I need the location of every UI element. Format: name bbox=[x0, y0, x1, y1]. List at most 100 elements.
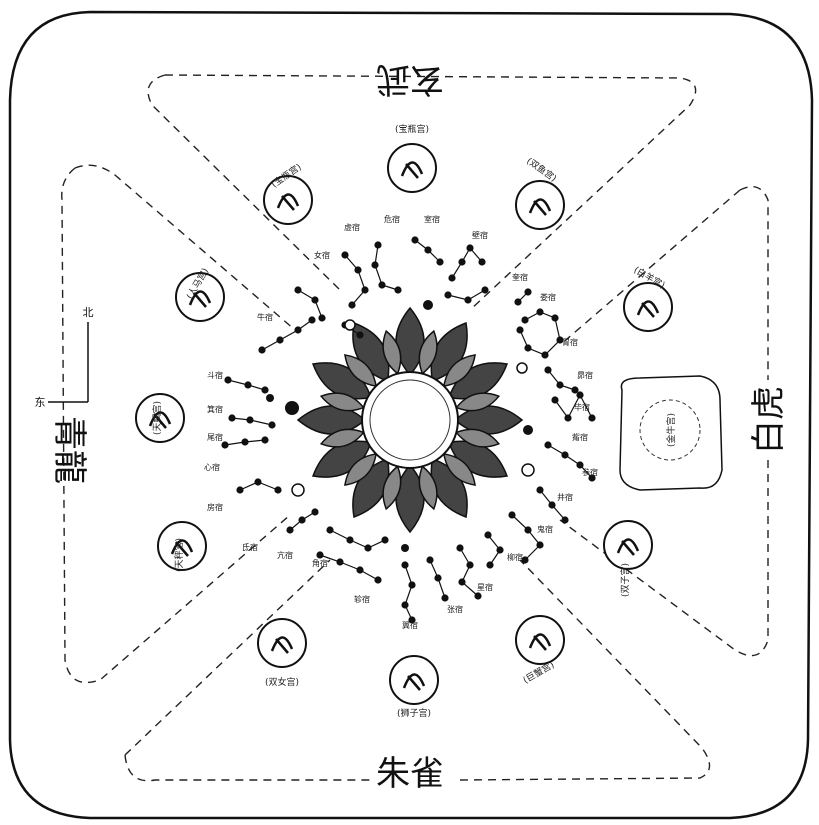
mansion-label: 氐宿 bbox=[242, 542, 258, 552]
marker-ring bbox=[345, 320, 355, 330]
star bbox=[357, 567, 363, 573]
mansion-label: 牛宿 bbox=[257, 312, 273, 322]
mansion-label: 柳宿 bbox=[507, 552, 523, 562]
star bbox=[577, 392, 583, 398]
star bbox=[365, 545, 371, 551]
star bbox=[522, 317, 528, 323]
star bbox=[515, 299, 521, 305]
mansion-label: 危宿 bbox=[384, 214, 400, 224]
mansion-label: 胃宿 bbox=[562, 337, 578, 347]
star bbox=[225, 377, 231, 383]
star bbox=[459, 579, 465, 585]
star bbox=[475, 593, 481, 599]
star bbox=[242, 439, 248, 445]
star bbox=[479, 259, 485, 265]
star bbox=[259, 347, 265, 353]
star bbox=[562, 452, 568, 458]
marker-ring bbox=[292, 484, 304, 496]
star bbox=[487, 562, 493, 568]
zodiac-caption-right-lower: (双子宫) bbox=[619, 563, 631, 597]
star bbox=[395, 287, 401, 293]
star bbox=[245, 382, 251, 388]
right-roundel: (金牛宫) bbox=[620, 376, 722, 490]
mansion-label: 虚宿 bbox=[344, 222, 360, 232]
star bbox=[537, 309, 543, 315]
star bbox=[247, 417, 253, 423]
star bbox=[425, 247, 431, 253]
star bbox=[409, 582, 415, 588]
star bbox=[442, 595, 448, 601]
star bbox=[277, 337, 283, 343]
star bbox=[327, 527, 333, 533]
star bbox=[557, 382, 563, 388]
zodiac-medallion-top-left: (宝瓶宫) bbox=[264, 161, 312, 224]
guardian-right-label: 白虎 bbox=[749, 386, 789, 454]
constellation-line bbox=[298, 290, 322, 318]
star bbox=[295, 327, 301, 333]
zodiac-caption-top-right: (双鱼宫) bbox=[524, 155, 559, 184]
marker-dot bbox=[523, 425, 533, 435]
star bbox=[545, 442, 551, 448]
star bbox=[467, 245, 473, 251]
star bbox=[467, 562, 473, 568]
star bbox=[482, 287, 488, 293]
zodiac-medallion-bottom: (狮子宫) bbox=[390, 656, 438, 719]
star bbox=[437, 259, 443, 265]
star bbox=[269, 422, 275, 428]
star bbox=[262, 387, 268, 393]
mansion-label: 鬼宿 bbox=[537, 524, 553, 534]
guardian-bottom-label: 朱雀 bbox=[376, 754, 444, 794]
zodiac-caption-bottom: (狮子宫) bbox=[397, 707, 431, 719]
constellation-line bbox=[460, 548, 478, 596]
star bbox=[427, 557, 433, 563]
star bbox=[485, 532, 491, 538]
mansion-label: 井宿 bbox=[557, 492, 573, 502]
mansion-label: 房宿 bbox=[207, 502, 223, 512]
star bbox=[295, 287, 301, 293]
constellation-line bbox=[345, 255, 365, 305]
star bbox=[287, 527, 293, 533]
mansion-label: 毕宿 bbox=[574, 402, 590, 412]
zodiac-medallion-left-lower: (天秤宫) bbox=[158, 522, 206, 572]
mansion-label: 壁宿 bbox=[472, 230, 488, 240]
star bbox=[459, 259, 465, 265]
star bbox=[312, 509, 318, 515]
zodiac-caption-left-mid: (天蝎宫) bbox=[151, 401, 163, 435]
zodiac-medallion-left-mid: (天蝎宫) bbox=[136, 394, 184, 442]
marker-sun bbox=[285, 401, 299, 415]
mansion-label: 斗宿 bbox=[207, 370, 223, 380]
star bbox=[545, 367, 551, 373]
mansion-label: 尾宿 bbox=[207, 432, 223, 442]
star bbox=[525, 527, 531, 533]
star bbox=[537, 542, 543, 548]
mansion-label: 奎宿 bbox=[512, 272, 528, 282]
zodiac-caption-left-lower: (天秤宫) bbox=[173, 538, 185, 572]
star bbox=[457, 545, 463, 551]
mansion-label: 箕宿 bbox=[207, 404, 223, 414]
zodiac-medallion-bottom-left: (双女宫) bbox=[258, 619, 306, 688]
star bbox=[299, 517, 305, 523]
star bbox=[262, 437, 268, 443]
star bbox=[552, 397, 558, 403]
zodiac-medallion-top: (宝瓶宫) bbox=[388, 123, 436, 192]
mansion-label: 参宿 bbox=[582, 467, 598, 477]
star bbox=[382, 537, 388, 543]
star bbox=[402, 602, 408, 608]
mansion-label: 女宿 bbox=[314, 250, 330, 260]
star bbox=[237, 487, 243, 493]
mansion-label: 觜宿 bbox=[572, 432, 588, 442]
zodiac-medallion-left-upper: (人马宫) bbox=[176, 266, 224, 321]
guardian-left-label: 青龍 bbox=[49, 416, 89, 484]
mansion-label: 亢宿 bbox=[277, 550, 293, 560]
zodiac-caption-right-center: (金牛宫) bbox=[665, 413, 677, 447]
star bbox=[355, 267, 361, 273]
star bbox=[222, 442, 228, 448]
constellation-line bbox=[320, 555, 378, 580]
compass: 北 东 bbox=[35, 306, 94, 409]
compass-north-label: 北 bbox=[83, 306, 94, 319]
star bbox=[449, 275, 455, 281]
star bbox=[357, 332, 363, 338]
star bbox=[552, 315, 558, 321]
star bbox=[337, 559, 343, 565]
